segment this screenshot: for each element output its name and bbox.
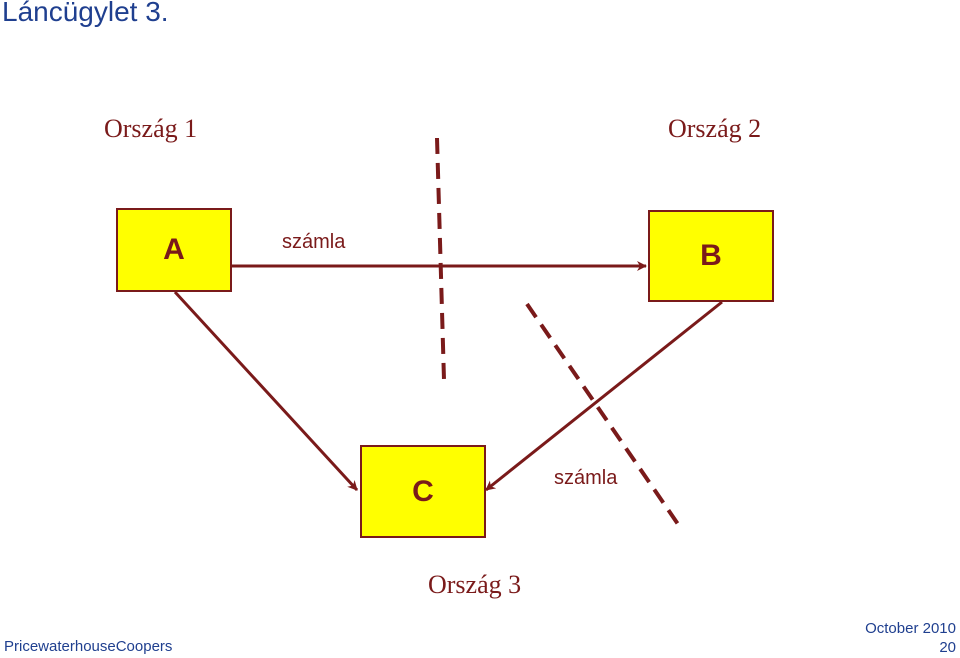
box-a-label: A — [163, 233, 185, 266]
arrow-b-to-c — [485, 300, 723, 492]
border-line-2-3 — [525, 302, 684, 532]
footer-date: October 2010 — [865, 620, 956, 637]
arrow-a-to-c — [173, 290, 359, 492]
box-c-label: C — [412, 474, 434, 508]
box-c: C — [360, 445, 486, 538]
invoice-label-b-c: számla — [554, 467, 618, 489]
box-b: B — [648, 210, 774, 302]
slide-title: Láncügylet 3. — [2, 0, 169, 27]
country-2-label: Ország 2 — [668, 114, 762, 143]
country-1-label: Ország 1 — [104, 114, 198, 143]
invoice-label-a-b: számla — [282, 231, 346, 253]
footer-page-number: 20 — [939, 639, 956, 656]
box-b-label: B — [700, 239, 722, 272]
country-3-label: Ország 3 — [428, 570, 522, 599]
footer-company: PricewaterhouseCoopers — [4, 638, 173, 655]
box-a: A — [116, 208, 232, 292]
border-line-1-2 — [435, 137, 446, 381]
